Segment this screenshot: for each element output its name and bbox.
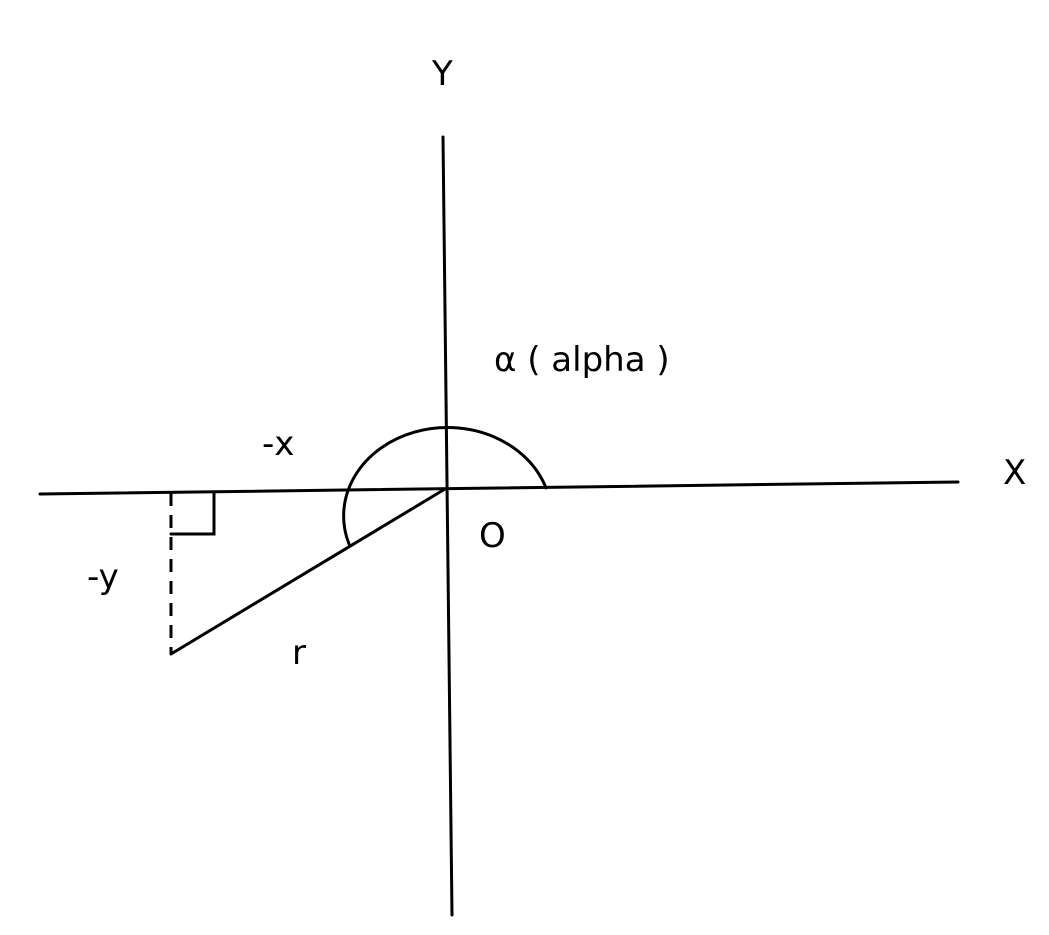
right-angle-marker bbox=[169, 491, 216, 536]
neg-y-label: -y bbox=[87, 557, 119, 597]
y-axis-label: Y bbox=[431, 54, 453, 94]
angle-arc bbox=[342, 426, 548, 546]
y-axis-line bbox=[441, 135, 454, 917]
origin-label: O bbox=[479, 516, 506, 556]
x-axis-label: X bbox=[1003, 453, 1026, 493]
angle-label: α ( alpha ) bbox=[494, 340, 670, 380]
neg-x-label: -x bbox=[262, 424, 294, 464]
x-axis-line bbox=[38, 480, 960, 496]
radius-line bbox=[169, 487, 447, 656]
radius-label: r bbox=[292, 633, 306, 673]
